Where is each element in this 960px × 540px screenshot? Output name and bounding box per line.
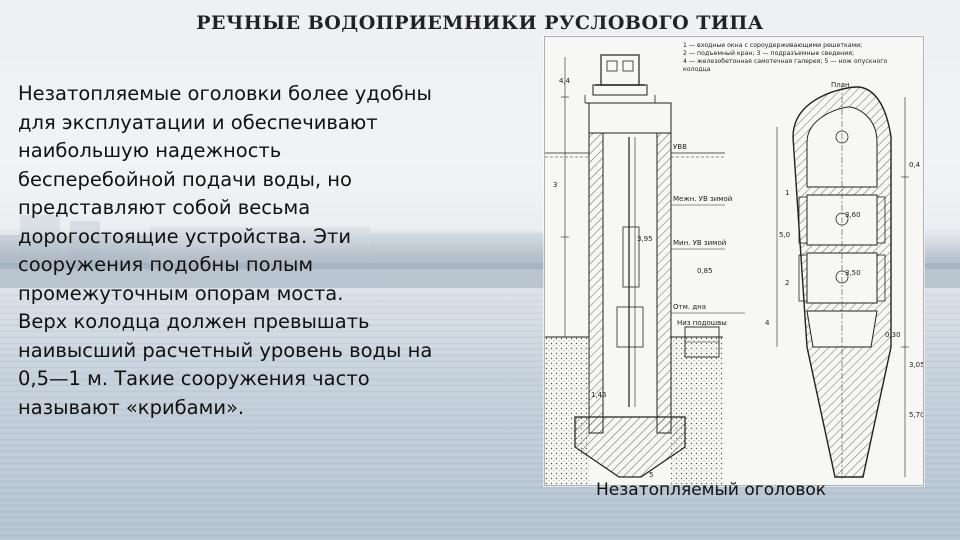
- label-dim: 3,95: [637, 235, 653, 243]
- engineering-drawing: 1 — входные окна с сороудерживающими реш…: [544, 36, 924, 486]
- label-num: 1: [785, 189, 789, 197]
- plan-view: [776, 85, 909, 481]
- legend-line: колодца: [683, 66, 711, 73]
- label-uvv: УВВ: [673, 143, 687, 151]
- label-dim: 5,0: [779, 231, 790, 239]
- body-text: Незатопляемые оголовки более удобны для …: [18, 80, 538, 422]
- label-num: 3: [553, 181, 557, 189]
- body-line: называют «крибами».: [18, 395, 245, 419]
- slide-title: РЕЧНЫЕ ВОДОПРИЕМНИКИ РУСЛОВОГО ТИПА: [196, 12, 764, 34]
- legend-line: 1 — входные окна с сороудерживающими реш…: [683, 42, 862, 49]
- label-num: 2: [785, 279, 789, 287]
- section-view: [545, 54, 745, 485]
- body-line: представляют собой весьма: [18, 196, 311, 219]
- label-mezh-uv: Межн. УВ зимой: [673, 195, 732, 203]
- section-labels: УВВ Межн. УВ зимой Мин. УВ зимой Отм. дн…: [553, 77, 732, 479]
- label-dim: 3,50: [845, 269, 861, 277]
- figure-caption: Незатопляемый оголовок: [596, 480, 827, 500]
- label-dim: 4,4: [559, 77, 571, 85]
- label-otm-dna: Отм. дна: [673, 303, 706, 311]
- label-min-uv: Мин. УВ зимой: [673, 239, 726, 247]
- label-dim: 0,4: [909, 161, 921, 169]
- label-num: 5: [649, 471, 653, 479]
- label-nizh-podoshvy: Низ подошвы: [677, 319, 727, 327]
- body-line: дорогостоящие устройства. Эти: [18, 224, 352, 248]
- label-dim: 0,30: [885, 331, 901, 339]
- plan-labels: План 3,60 3,50 0,30 3,05 5,70 5,0 0,4 1 …: [765, 81, 923, 419]
- label-dim: 0,85: [697, 267, 713, 275]
- body-line: Незатопляемые оголовки более удобны: [18, 82, 432, 105]
- body-line: сооружения подобны полым: [18, 253, 314, 276]
- label-dim: 3,05: [909, 361, 923, 369]
- legend-line: 2 — подъемный кран; 3 — подразъемные све…: [683, 49, 854, 57]
- label-dim: 3,60: [845, 211, 861, 219]
- body-line: наивысший расчетный уровень воды на: [18, 338, 433, 362]
- label-plan: План: [831, 81, 850, 89]
- body-line: для эксплуатации и обеспечивают: [18, 110, 378, 134]
- body-line: бесперебойной подачи воды, но: [18, 167, 352, 191]
- legend: 1 — входные окна с сороудерживающими реш…: [683, 42, 888, 73]
- body-line: 0,5—1 м. Такие сооружения часто: [18, 367, 370, 390]
- legend-line: 4 — железобетонная самотечная галерея; 5…: [683, 57, 888, 65]
- body-line: Верх колодца должен превышать: [18, 310, 370, 333]
- body-line: наибольшую надежность: [18, 139, 282, 162]
- label-dim: 1,45: [591, 391, 607, 399]
- label-num: 4: [765, 319, 770, 327]
- label-dim: 5,70: [909, 411, 923, 419]
- body-line: промежуточным опорам моста.: [18, 281, 344, 305]
